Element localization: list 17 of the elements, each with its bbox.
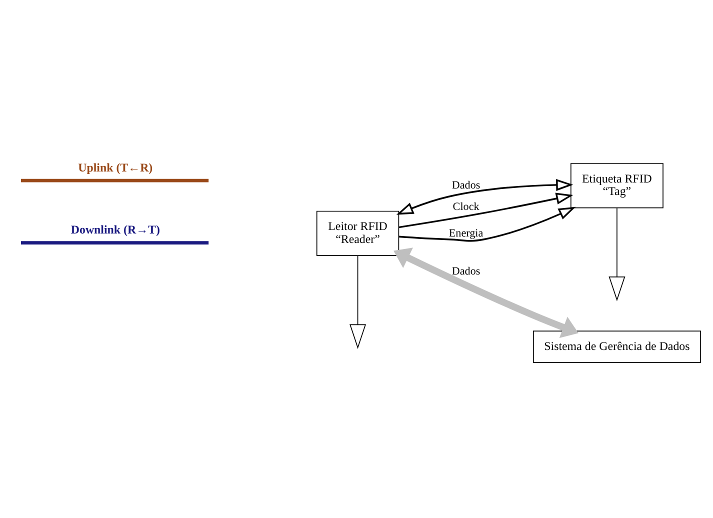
edge-label: Dados bbox=[452, 180, 480, 192]
node-box: Leitor RFID “Reader” bbox=[316, 210, 400, 256]
arrow bbox=[398, 192, 574, 228]
label: Uplink (T←R) bbox=[78, 160, 153, 174]
arrow bbox=[394, 248, 578, 338]
connector bbox=[357, 255, 358, 326]
edge-label: Clock bbox=[452, 200, 480, 213]
connector bbox=[616, 208, 618, 278]
node-box: Etiqueta RFID “Tag” bbox=[570, 163, 664, 208]
node-box: Sistema de Gerência de Dados bbox=[532, 330, 701, 364]
arrow bbox=[398, 206, 576, 242]
edge-label: Energia bbox=[448, 227, 484, 240]
label: Downlink (R→T) bbox=[70, 222, 160, 237]
node-antenna bbox=[608, 276, 626, 302]
edge-label: Dados bbox=[452, 266, 480, 278]
arrow bbox=[396, 179, 574, 215]
node-antenna bbox=[350, 324, 366, 350]
